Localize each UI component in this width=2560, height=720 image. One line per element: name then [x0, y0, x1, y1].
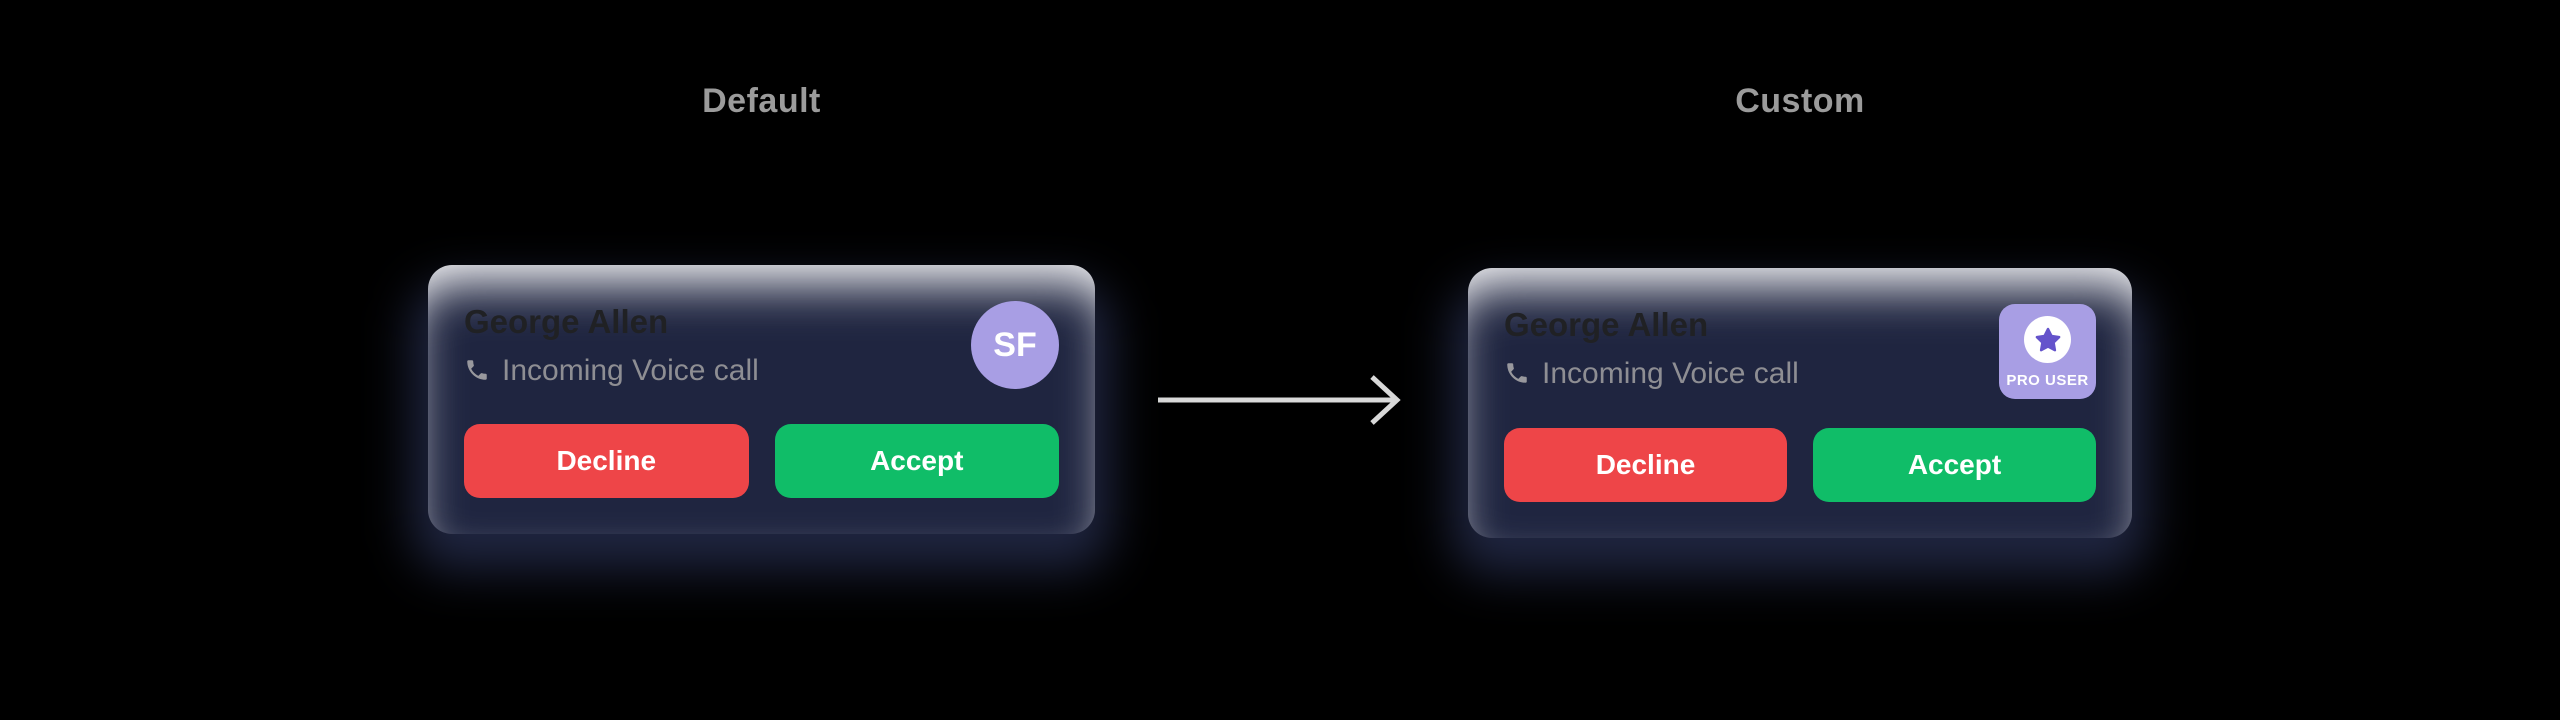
caller-name: George Allen [464, 303, 669, 340]
phone-icon [464, 357, 490, 383]
decline-button[interactable]: Decline [464, 424, 749, 498]
call-actions: Decline Accept [1504, 428, 2096, 502]
call-type-label: Incoming Voice call [1542, 356, 1799, 390]
call-actions: Decline Accept [464, 424, 1059, 498]
decline-button[interactable]: Decline [1504, 428, 1787, 502]
avatar: SF [971, 301, 1059, 389]
arrow-right-icon [1150, 370, 1412, 430]
section-heading-default: Default [702, 82, 821, 120]
star-icon [2024, 316, 2071, 363]
incoming-call-card-custom: George Allen Incoming Voice call PRO USE… [1468, 268, 2132, 538]
caller-info: George Allen Incoming Voice call [1504, 304, 1799, 390]
card-header: George Allen Incoming Voice call PRO USE… [1504, 304, 2096, 399]
pro-user-badge: PRO USER [1999, 304, 2096, 399]
caller-name: George Allen [1504, 306, 1709, 343]
phone-icon [1504, 360, 1530, 386]
accept-button[interactable]: Accept [1813, 428, 2096, 502]
caller-info: George Allen Incoming Voice call [464, 301, 759, 387]
card-header: George Allen Incoming Voice call SF [464, 301, 1059, 389]
accept-button[interactable]: Accept [774, 424, 1059, 498]
pro-badge-label: PRO USER [2006, 372, 2089, 389]
call-subtitle-row: Incoming Voice call [464, 354, 759, 387]
call-subtitle-row: Incoming Voice call [1504, 357, 1799, 390]
call-type-label: Incoming Voice call [502, 353, 759, 387]
incoming-call-card-default: George Allen Incoming Voice call SF Decl… [428, 265, 1095, 534]
section-heading-custom: Custom [1735, 82, 1865, 120]
